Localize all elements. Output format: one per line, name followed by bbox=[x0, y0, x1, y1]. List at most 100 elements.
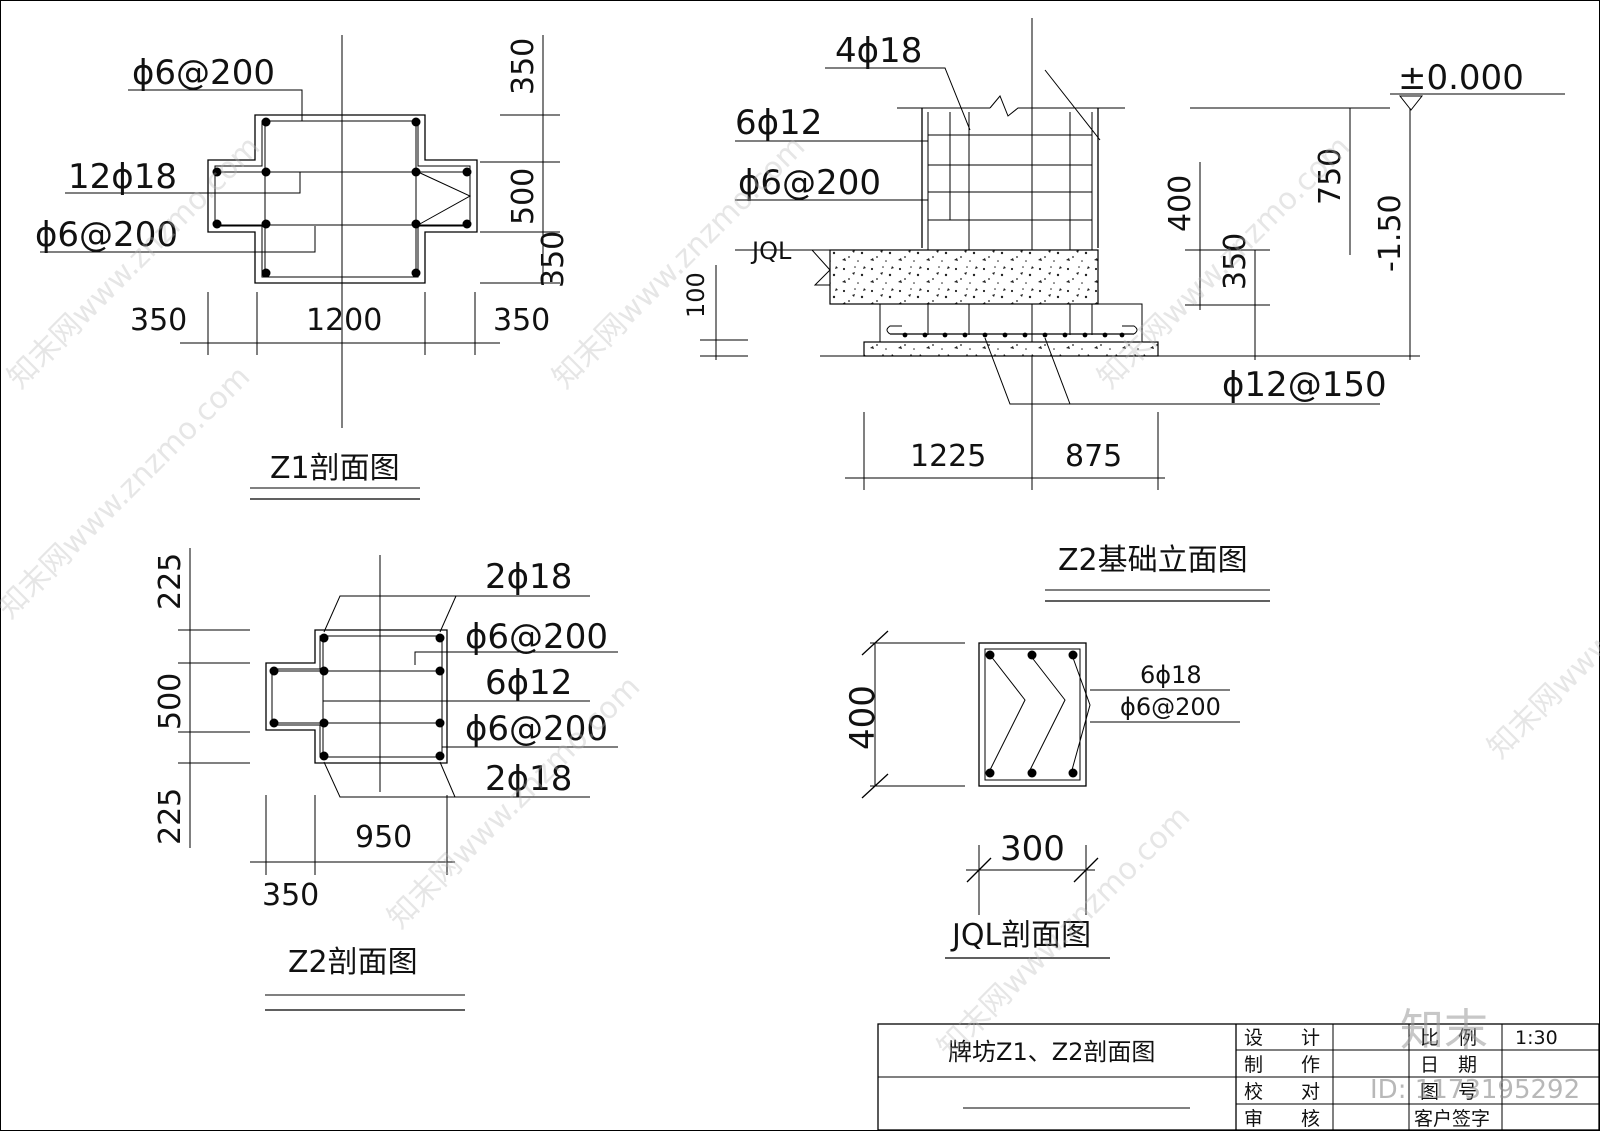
z2e-label-stirrup: ϕ6@200 bbox=[738, 163, 881, 203]
rebar-dot bbox=[411, 219, 421, 229]
rebar-dot bbox=[1119, 332, 1125, 338]
z2-label-stirrup-b: ϕ6@200 bbox=[465, 709, 608, 749]
rebar-dot bbox=[1027, 768, 1037, 778]
z2e-label-4bars: 4ϕ18 bbox=[835, 31, 922, 71]
z2-title: Z2剖面图 bbox=[288, 945, 418, 980]
z1-label-stirrup-bottom: ϕ6@200 bbox=[35, 215, 178, 255]
jql-beam bbox=[829, 249, 1099, 305]
z1-label-main-bars: 12ϕ18 bbox=[68, 157, 177, 197]
z2-dim-v-top: 225 bbox=[153, 553, 188, 610]
rebar-dot bbox=[1082, 332, 1088, 338]
tb-produce: 制 作 bbox=[1244, 1054, 1320, 1076]
rebar-dot bbox=[319, 666, 329, 676]
rebar-dot bbox=[922, 332, 928, 338]
z2-dim-h-950: 950 bbox=[355, 820, 412, 855]
rebar-dot bbox=[985, 650, 995, 660]
z2-dim-h-350: 350 bbox=[262, 878, 319, 913]
rebar-dot bbox=[1002, 332, 1008, 338]
rebar-dot bbox=[1062, 332, 1068, 338]
z1-dim-h-mid: 1200 bbox=[306, 303, 382, 338]
z2-label-bottom-bars: 2ϕ18 bbox=[485, 759, 572, 799]
jql-label-main-bars: 6ϕ18 bbox=[1140, 661, 1202, 689]
title-block: 牌坊Z1、Z2剖面图 设 计 制 作 校 对 审 核 比 例 1:30 日 期 … bbox=[877, 1023, 1600, 1131]
rebar-dot bbox=[212, 219, 222, 229]
rebar-dot bbox=[319, 751, 329, 761]
rebar-dot bbox=[1022, 332, 1028, 338]
watermark-layer: 知末网www.znzmo.com 知末网www.znzmo.com 知末网www… bbox=[0, 129, 1600, 1105]
rebar-dot bbox=[261, 219, 271, 229]
z1-dim-v-top: 350 bbox=[506, 38, 541, 95]
z2-dim-v-mid: 500 bbox=[153, 673, 188, 730]
rebar-dot bbox=[1102, 332, 1108, 338]
tb-design: 设 计 bbox=[1244, 1027, 1320, 1049]
rebar-dot bbox=[261, 167, 271, 177]
rebar-dot bbox=[269, 718, 279, 728]
rebar-dot bbox=[411, 268, 421, 278]
tb-client-sign: 客户签字 bbox=[1414, 1108, 1490, 1130]
rebar-dot bbox=[462, 167, 472, 177]
watermark-text: 知末网www.znzmo.com bbox=[1481, 499, 1600, 765]
z2e-dim-400: 400 bbox=[1163, 175, 1198, 232]
jql-outline bbox=[978, 642, 1087, 787]
z2e-label-6bars: 6ϕ12 bbox=[735, 103, 822, 143]
jql-dim-height: 400 bbox=[843, 685, 883, 750]
z2e-label-bottom-bars: ϕ12@150 bbox=[1222, 365, 1387, 405]
z2e-dim-875: 875 bbox=[1065, 439, 1122, 474]
z2-dim-v-bottom: 225 bbox=[153, 788, 188, 845]
z1-label-stirrup-top: ϕ6@200 bbox=[132, 53, 275, 93]
z2e-dim-750: 750 bbox=[1313, 148, 1348, 205]
tb-date-label: 日 期 bbox=[1420, 1054, 1477, 1076]
rebar-dot bbox=[435, 666, 445, 676]
rebar-dot bbox=[902, 332, 908, 338]
rebar-dot bbox=[462, 219, 472, 229]
z2e-title: Z2基础立面图 bbox=[1058, 543, 1248, 578]
rebar-dot bbox=[962, 332, 968, 338]
tb-check: 校 对 bbox=[1244, 1081, 1320, 1103]
watermark-text: 知末网www.znzmo.com bbox=[0, 359, 257, 625]
rebar-dot bbox=[261, 117, 271, 127]
jql-dim-width: 300 bbox=[1000, 829, 1065, 869]
z2-label-side-bars: 6ϕ12 bbox=[485, 663, 572, 703]
z2-bars bbox=[269, 633, 445, 761]
watermark-id: ID: 1173195292 bbox=[1370, 1075, 1580, 1105]
footing bbox=[879, 303, 1143, 343]
z2-label-stirrup-a: ϕ6@200 bbox=[465, 617, 608, 657]
z1-title: Z1剖面图 bbox=[270, 451, 400, 486]
z2-section: 2ϕ18 ϕ6@200 6ϕ12 ϕ6@200 2ϕ18 225 500 225… bbox=[153, 548, 618, 1011]
z2-elevation: 4ϕ18 6ϕ12 ϕ6@200 JQL ϕ12@150 100 400 350… bbox=[682, 18, 1565, 602]
z1-outline bbox=[207, 114, 478, 284]
rebar-dot bbox=[212, 167, 222, 177]
jql-label-stirrup: ϕ6@200 bbox=[1120, 693, 1221, 721]
jql-section: 6ϕ18 ϕ6@200 400 300 JQL剖面图 bbox=[843, 630, 1240, 959]
z2-label-top-bars: 2ϕ18 bbox=[485, 557, 572, 597]
rebar-dot bbox=[435, 751, 445, 761]
z1-dim-h-right: 350 bbox=[493, 303, 550, 338]
z1-bars bbox=[212, 117, 472, 278]
z2e-dim-350: 350 bbox=[1218, 233, 1253, 290]
rebar-dot bbox=[985, 768, 995, 778]
z1-section: ϕ6@200 12ϕ18 ϕ6@200 350 500 350 350 1200… bbox=[35, 35, 571, 500]
z2e-dim-100: 100 bbox=[682, 272, 710, 318]
jql-stirrup bbox=[984, 648, 1081, 781]
z1-dim-v-mid: 500 bbox=[506, 168, 541, 225]
z2e-dim-1225: 1225 bbox=[910, 439, 986, 474]
rebar-dot bbox=[1042, 332, 1048, 338]
rebar-dot bbox=[435, 718, 445, 728]
rebar-dot bbox=[319, 633, 329, 643]
rebar-dot bbox=[411, 167, 421, 177]
rebar-dot bbox=[435, 633, 445, 643]
rebar-dot bbox=[269, 666, 279, 676]
rebar-dot bbox=[261, 268, 271, 278]
rebar-dot bbox=[411, 117, 421, 127]
jql-bars bbox=[985, 650, 1078, 778]
rebar-dot bbox=[1068, 768, 1078, 778]
tb-drawing-title: 牌坊Z1、Z2剖面图 bbox=[948, 1038, 1155, 1066]
z1-dim-v-bottom: 350 bbox=[536, 231, 571, 288]
jql-title: JQL剖面图 bbox=[950, 918, 1091, 953]
z2e-dim-elev: -1.50 bbox=[1373, 194, 1408, 272]
footing-bars bbox=[902, 332, 1125, 338]
rebar-dot bbox=[942, 332, 948, 338]
z1-dim-h-left: 350 bbox=[130, 303, 187, 338]
watermark-brand: 知末 bbox=[1400, 1005, 1488, 1056]
